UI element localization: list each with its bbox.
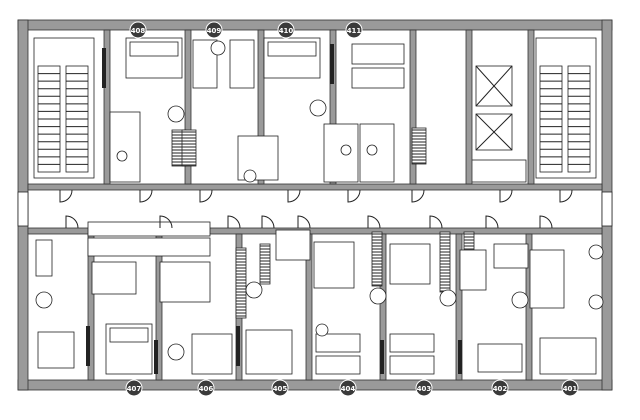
outer-wall-bottom	[17, 379, 613, 391]
room-badge-401: 401	[561, 379, 579, 397]
room-badge-410: 410	[277, 21, 295, 39]
svg-text:407: 407	[127, 385, 142, 393]
corridor-walls	[27, 183, 603, 235]
svg-text:409: 409	[207, 27, 222, 35]
svg-text:404: 404	[341, 385, 356, 393]
room-badge-411: 411	[345, 21, 363, 39]
bottom-room-beds	[105, 323, 597, 375]
svg-text:405: 405	[273, 385, 288, 393]
room-badge-408: 408	[129, 21, 147, 39]
corridor-wall-lower	[27, 227, 603, 235]
wardrobes	[171, 127, 475, 319]
elevator-shafts	[469, 65, 527, 183]
room-badge-407: 407	[125, 379, 143, 397]
top-room-tables	[167, 40, 327, 123]
svg-text:411: 411	[347, 27, 362, 35]
room-badge-406: 406	[197, 379, 215, 397]
doors	[59, 189, 573, 229]
room-badge-404: 404	[339, 379, 357, 397]
room-badges-bottom: 407 406 405 404 403 402 401	[125, 379, 579, 397]
room-badge-402: 402	[491, 379, 509, 397]
svg-text:402: 402	[493, 385, 508, 393]
top-room-beds	[125, 37, 405, 89]
top-room-bathrooms	[109, 111, 395, 183]
svg-text:408: 408	[131, 27, 146, 35]
bottom-room-bathrooms	[91, 229, 565, 309]
room-badge-405: 405	[271, 379, 289, 397]
svg-text:401: 401	[563, 385, 578, 393]
svg-text:403: 403	[417, 385, 432, 393]
stairwell-left	[33, 37, 95, 179]
bottom-room-tables	[35, 244, 604, 361]
room-badge-403: 403	[415, 379, 433, 397]
windows	[17, 44, 613, 374]
svg-text:410: 410	[279, 27, 294, 35]
room-badge-409: 409	[205, 21, 223, 39]
corridor-wall-upper	[27, 183, 603, 191]
outer-wall-top	[17, 19, 613, 31]
svg-text:406: 406	[199, 385, 214, 393]
kitchen-counters	[35, 221, 211, 369]
room-badges-top: 408 409 410 411	[129, 21, 363, 39]
stairwell-right	[535, 37, 597, 179]
top-room-partitions	[103, 29, 535, 185]
